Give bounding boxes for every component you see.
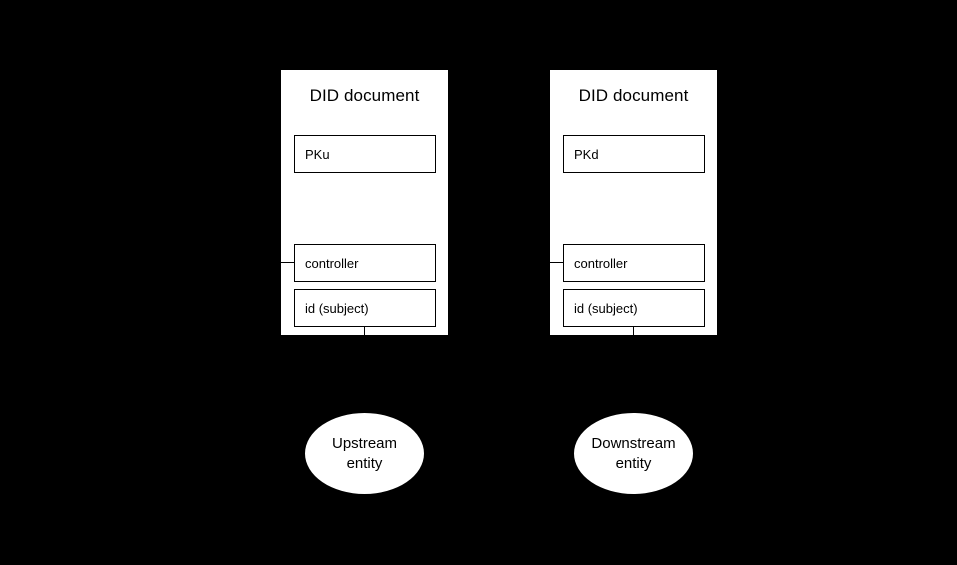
- did-document-card-upstream[interactable]: DID document PKu controller id (subject): [280, 69, 449, 337]
- id-subject-connector-stub: [633, 326, 634, 337]
- field-id-subject[interactable]: id (subject): [563, 289, 705, 327]
- field-id-subject[interactable]: id (subject): [294, 289, 436, 327]
- field-public-key[interactable]: PKu: [294, 135, 436, 173]
- id-subject-connector-stub: [364, 326, 365, 337]
- entity-label-line1: Downstream: [591, 434, 676, 452]
- field-public-key[interactable]: PKd: [563, 135, 705, 173]
- entity-label-line1: Upstream: [331, 434, 398, 452]
- did-document-card-downstream[interactable]: DID document PKd controller id (subject): [549, 69, 718, 337]
- controller-connector-stub: [280, 262, 294, 263]
- field-controller[interactable]: controller: [294, 244, 436, 282]
- controller-connector-stub: [549, 262, 563, 263]
- entity-downstream[interactable]: Downstream entity: [573, 412, 694, 495]
- did-document-title: DID document: [309, 86, 420, 105]
- did-document-title: DID document: [578, 86, 689, 105]
- field-controller[interactable]: controller: [563, 244, 705, 282]
- entity-upstream[interactable]: Upstream entity: [304, 412, 425, 495]
- entity-label-line2: entity: [615, 454, 652, 472]
- entity-label-line2: entity: [346, 454, 383, 472]
